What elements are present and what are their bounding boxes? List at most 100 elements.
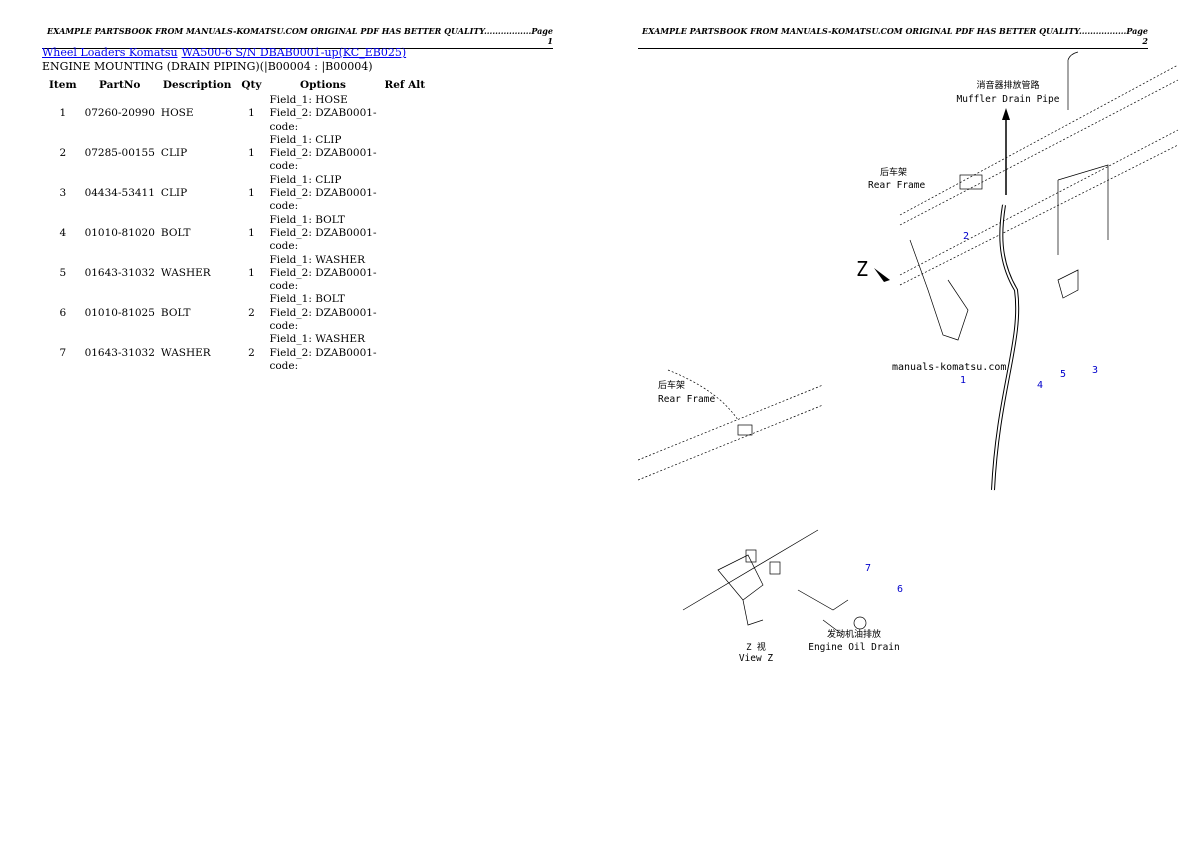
page-title: ENGINE MOUNTING (DRAIN PIPING)(|B00004 :… xyxy=(42,60,373,73)
callout-3: 3 xyxy=(1092,365,1098,376)
option-line: code: xyxy=(269,200,299,213)
column-header: Options xyxy=(300,79,346,91)
breadcrumb-link-model[interactable]: WA500-6 S/N DBAB0001-up(KC_EB025) xyxy=(181,46,407,59)
option-line: Field_2: DZAB0001- xyxy=(269,266,377,279)
ref-alt-cell xyxy=(380,174,431,214)
partno-cell: 04434-53411 xyxy=(84,187,155,200)
ref-alt-cell xyxy=(380,333,431,373)
qty-cell: 1 xyxy=(248,107,255,120)
callout-5: 5 xyxy=(1060,369,1066,380)
muffler-label-en: Muffler Drain Pipe xyxy=(957,94,1060,105)
watermark: manuals-komatsu.com xyxy=(892,362,1006,373)
partno-cell: 01010-81020 xyxy=(84,226,155,239)
muffler-label-cn: 消音器排放管路 xyxy=(976,79,1039,91)
column-header: Qty xyxy=(241,79,262,91)
description-cell: WASHER xyxy=(160,346,211,359)
option-line: Field_1: BOLT xyxy=(269,293,345,306)
ref-alt-cell xyxy=(380,293,431,333)
ref-alt-cell xyxy=(380,254,431,294)
qty-cell: 1 xyxy=(248,266,255,279)
option-line: Field_2: DZAB0001- xyxy=(269,147,377,160)
partno-cell: 07260-20990 xyxy=(84,107,155,120)
qty-cell: 1 xyxy=(248,226,255,239)
partno-cell: 07285-00155 xyxy=(84,147,155,160)
view-z-letter: Z xyxy=(856,257,868,281)
partno-cell: 01643-31032 xyxy=(84,266,155,279)
option-line: Field_2: DZAB0001- xyxy=(269,226,377,239)
qty-cell: 1 xyxy=(248,187,255,200)
item-cell: 1 xyxy=(59,107,67,120)
qty-cell: 2 xyxy=(248,306,255,319)
description-cell: BOLT xyxy=(160,226,191,239)
description-cell: CLIP xyxy=(160,187,188,200)
option-line: Field_1: CLIP xyxy=(269,173,342,186)
rear-frame-label-cn-2: 后车架 xyxy=(658,379,685,391)
view-z-label-cn: Z 视 xyxy=(746,641,766,653)
option-line: Field_1: BOLT xyxy=(269,213,345,226)
callout-4: 4 xyxy=(1037,380,1043,391)
callout-6: 6 xyxy=(897,584,903,595)
qty-cell: 1 xyxy=(248,147,255,160)
callout-7: 7 xyxy=(865,563,871,574)
qty-cell: 2 xyxy=(248,346,255,359)
partno-cell: 01010-81025 xyxy=(84,306,155,319)
rear-frame-label-en: Rear Frame xyxy=(868,180,925,191)
option-line: Field_2: DZAB0001- xyxy=(269,107,377,120)
item-cell: 5 xyxy=(59,266,67,279)
partno-cell: 01643-31032 xyxy=(84,346,155,359)
option-line: Field_1: CLIP xyxy=(269,133,342,146)
option-line: Field_1: HOSE xyxy=(269,94,348,106)
column-header: Ref Alt xyxy=(384,79,426,91)
column-header: Item xyxy=(49,79,77,91)
description-cell: BOLT xyxy=(160,306,191,319)
parts-diagram: 消音器排放管路 Muffler Drain Pipe 后车架 Rear Fram… xyxy=(638,51,1179,664)
option-line: Field_2: DZAB0001- xyxy=(269,306,377,319)
column-header: PartNo xyxy=(99,79,141,91)
option-line: code: xyxy=(269,280,299,293)
page1-header: EXAMPLE PARTSBOOK FROM MANUALS-KOMATSU.C… xyxy=(42,26,553,49)
option-line: Field_2: DZAB0001- xyxy=(269,346,377,359)
ref-alt-cell xyxy=(380,134,431,174)
option-line: code: xyxy=(269,160,299,173)
option-line: Field_1: WASHER xyxy=(269,253,365,266)
ref-alt-cell xyxy=(380,214,431,254)
option-line: code: xyxy=(269,359,299,372)
description-cell: HOSE xyxy=(160,107,194,120)
view-z-label-en: View Z xyxy=(739,653,774,664)
column-header: Description xyxy=(162,79,232,91)
ref-alt-cell xyxy=(380,94,431,134)
option-line: Field_2: DZAB0001- xyxy=(269,187,377,200)
item-cell: 6 xyxy=(59,306,67,319)
callout-1: 1 xyxy=(960,375,966,386)
rear-frame-label-en-2: Rear Frame xyxy=(658,394,715,405)
rear-frame-label-cn: 后车架 xyxy=(880,166,907,178)
page2-header: EXAMPLE PARTSBOOK FROM MANUALS-KOMATSU.C… xyxy=(638,26,1148,49)
item-cell: 2 xyxy=(59,147,67,160)
description-cell: WASHER xyxy=(160,266,211,279)
engine-oil-label-en: Engine Oil Drain xyxy=(808,642,900,653)
option-line: code: xyxy=(269,240,299,253)
option-line: code: xyxy=(269,120,299,133)
engine-oil-label-cn: 发动机油排放 xyxy=(827,628,881,640)
callout-2: 2 xyxy=(963,231,969,242)
breadcrumb-link-category[interactable]: Wheel Loaders Komatsu xyxy=(42,46,178,59)
option-line: code: xyxy=(269,320,299,333)
parts-table: Item PartNo Description Qty Options Ref Alt 1… xyxy=(44,76,430,373)
item-cell: 3 xyxy=(59,187,67,200)
item-cell: 7 xyxy=(59,346,67,359)
